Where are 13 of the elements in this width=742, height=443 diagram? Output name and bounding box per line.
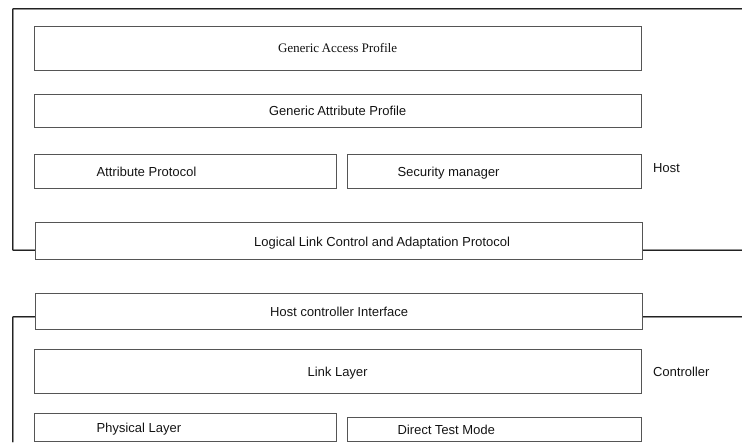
layer-box: Generic Attribute Profile [34, 94, 642, 128]
layer-box: Logical Link Control and Adaptation Protocol [35, 222, 643, 260]
layer-box: Link Layer [34, 348, 642, 394]
layer-box: Host controller Interface [35, 293, 643, 330]
layer-group-frame [12, 8, 742, 251]
layer-group-frame [12, 316, 742, 443]
layer-box: Generic Access Profile [34, 26, 642, 70]
layer-box: Direct Test Mode [346, 416, 642, 442]
layer-box: Security manager [346, 154, 642, 188]
group-label: Host [653, 160, 680, 175]
layer-box: Physical Layer [34, 412, 336, 442]
layer-box: Attribute Protocol [34, 154, 336, 188]
group-label: Controller [653, 364, 710, 379]
